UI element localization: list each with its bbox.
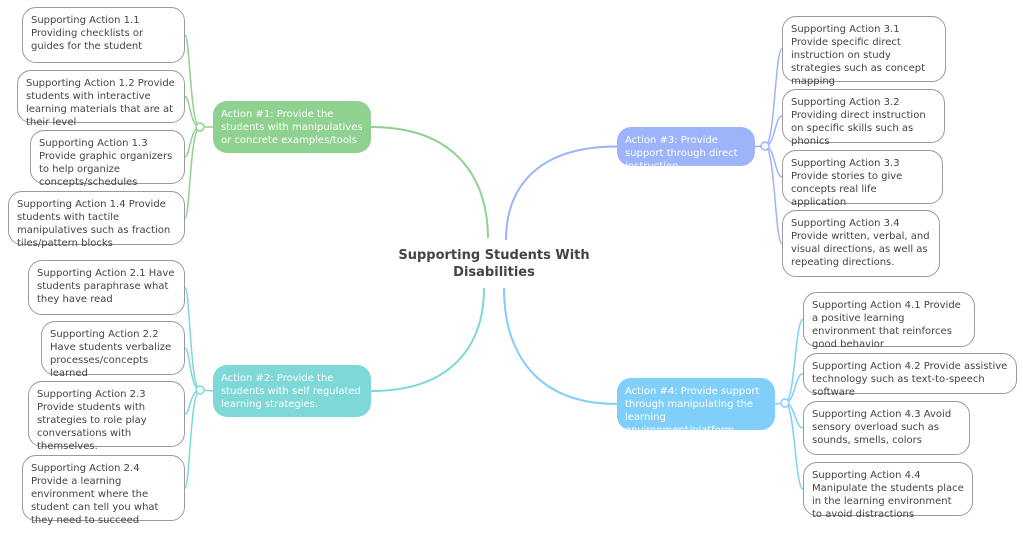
supporting-action-node[interactable]: Supporting Action 2.2 Have students verb… [41,321,185,379]
sub-branch-line [764,115,783,147]
sub-branch-line [764,145,783,178]
collapse-toggle-icon[interactable] [780,398,790,408]
main-branch-line [370,126,489,239]
supporting-action-node[interactable]: Supporting Action 2.4 Provide a learning… [22,455,185,526]
supporting-action-node[interactable]: Supporting Action 4.1 Provide a positive… [803,292,975,350]
supporting-action-node[interactable]: Supporting Action 1.3 Provide graphic or… [30,130,185,188]
sub-branch-line [784,402,804,490]
main-branch-line [503,287,618,405]
supporting-action-node[interactable]: Supporting Action 3.4 Provide written, v… [782,210,940,277]
main-branch-line [370,287,485,392]
supporting-action-node[interactable]: Supporting Action 3.2 Providing direct i… [782,89,945,147]
supporting-action-node[interactable]: Supporting Action 2.1 Have students para… [28,260,185,315]
sub-branch-line [184,126,201,219]
supporting-action-node[interactable]: Supporting Action 1.1 Providing checklis… [22,7,185,63]
action-2-node[interactable]: Action #2: Provide the students with sel… [213,365,371,417]
supporting-action-node[interactable]: Supporting Action 3.3 Provide stories to… [782,150,943,208]
supporting-action-node[interactable]: Supporting Action 1.4 Provide students w… [8,191,185,249]
sub-branch-line [764,145,783,245]
supporting-action-node[interactable]: Supporting Action 2.3 Provide students w… [28,381,185,452]
supporting-action-node[interactable]: Supporting Action 4.3 Avoid sensory over… [803,401,970,455]
collapse-toggle-icon[interactable] [195,385,205,395]
supporting-action-node[interactable]: Supporting Action 4.2 Provide assistive … [803,353,1017,398]
action-1-node[interactable]: Action #1: Provide the students with man… [213,101,371,153]
collapse-toggle-icon[interactable] [195,122,205,132]
sub-branch-line [184,34,201,128]
sub-branch-line [184,389,201,489]
supporting-action-node[interactable]: Supporting Action 4.4 Manipulate the stu… [803,462,973,520]
action-4-node[interactable]: Action #4: Provide support through manip… [617,378,775,436]
main-branch-line [505,145,618,241]
sub-branch-line [764,48,783,147]
supporting-action-node[interactable]: Supporting Action 3.1 Provide specific d… [782,16,946,87]
sub-branch-line [784,372,804,404]
supporting-action-node[interactable]: Supporting Action 1.2 Provide students w… [17,70,185,128]
collapse-toggle-icon[interactable] [760,141,770,151]
central-topic[interactable]: Supporting Students With Disabilities [398,248,590,280]
action-3-node[interactable]: Action #3: Provide support through direc… [617,127,755,172]
